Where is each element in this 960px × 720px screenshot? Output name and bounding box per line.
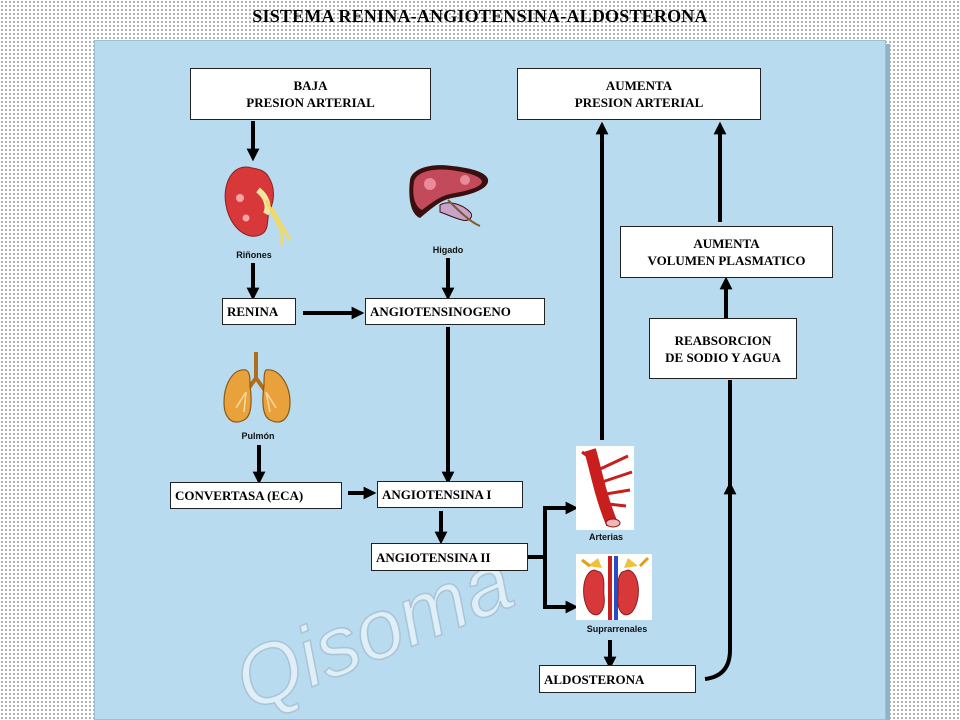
diagram-panel xyxy=(94,40,886,720)
caption-pulmon: Pulmón xyxy=(241,431,275,441)
arrow-angiotensina-2-to-arterias xyxy=(528,501,579,559)
page-title: SISTEMA RENINA-ANGIOTENSINA-ALDOSTERONA xyxy=(252,6,708,26)
caption-suprarrenales: Suprarrenales xyxy=(586,624,648,634)
arrow-aldosterona-to-reabsorcion xyxy=(704,380,732,681)
box-aldosterona-label: ALDOSTERONA xyxy=(544,671,645,687)
box-reabsorcion-sodio-agua: REABSORCION DE SODIO Y AGUA xyxy=(649,318,797,379)
box-convertasa-label: CONVERTASA (ECA) xyxy=(175,488,304,503)
box-reabsorcion-line-1: REABSORCION xyxy=(674,332,772,348)
caption-rinones: Riñones xyxy=(236,250,272,260)
box-reabsorcion-line-2: DE SODIO Y AGUA xyxy=(665,349,781,365)
kidney-icon xyxy=(224,166,292,246)
box-renina: RENINA xyxy=(222,298,296,325)
box-baja-line-1: BAJA xyxy=(293,78,328,93)
box-angiotensinogeno: ANGIOTENSINOGENO xyxy=(365,298,545,325)
box-angiotensina-1-label: ANGIOTENSINA I xyxy=(382,487,492,502)
arteries-icon xyxy=(576,446,634,530)
caption-higado: Higado xyxy=(432,245,464,255)
box-volumen-line-2: VOLUMEN PLASMATICO xyxy=(647,253,806,268)
caption-arterias: Arterias xyxy=(588,532,624,542)
box-angiotensinogeno-label: ANGIOTENSINOGENO xyxy=(370,304,511,319)
box-aumenta-presion-line-1: AUMENTA xyxy=(605,78,673,93)
box-aumenta-presion-arterial: AUMENTA PRESION ARTERIAL xyxy=(517,68,761,120)
arrow-angiotensina-2-to-suprarrenales xyxy=(543,557,579,614)
box-baja-line-2: PRESION ARTERIAL xyxy=(246,95,375,110)
box-aumenta-presion-line-2: PRESION ARTERIAL xyxy=(574,95,704,110)
box-aldosterona: ALDOSTERONA xyxy=(539,665,696,693)
adrenal-kidneys-icon xyxy=(576,554,652,620)
box-convertasa-eca: CONVERTASA (ECA) xyxy=(170,482,342,509)
lung-icon xyxy=(223,352,291,423)
box-angiotensina-2: ANGIOTENSINA II xyxy=(371,543,528,571)
box-angiotensina-1: ANGIOTENSINA I xyxy=(377,481,523,508)
box-baja-presion-arterial: BAJA PRESION ARTERIAL xyxy=(190,68,431,120)
box-volumen-line-1: AUMENTA xyxy=(693,236,760,251)
box-aumenta-volumen-plasmatico: AUMENTA VOLUMEN PLASMATICO xyxy=(620,226,833,278)
liver-icon xyxy=(409,165,489,227)
box-renina-label: RENINA xyxy=(227,304,279,319)
box-angiotensina-2-label: ANGIOTENSINA II xyxy=(376,549,491,565)
arrows xyxy=(246,121,737,681)
